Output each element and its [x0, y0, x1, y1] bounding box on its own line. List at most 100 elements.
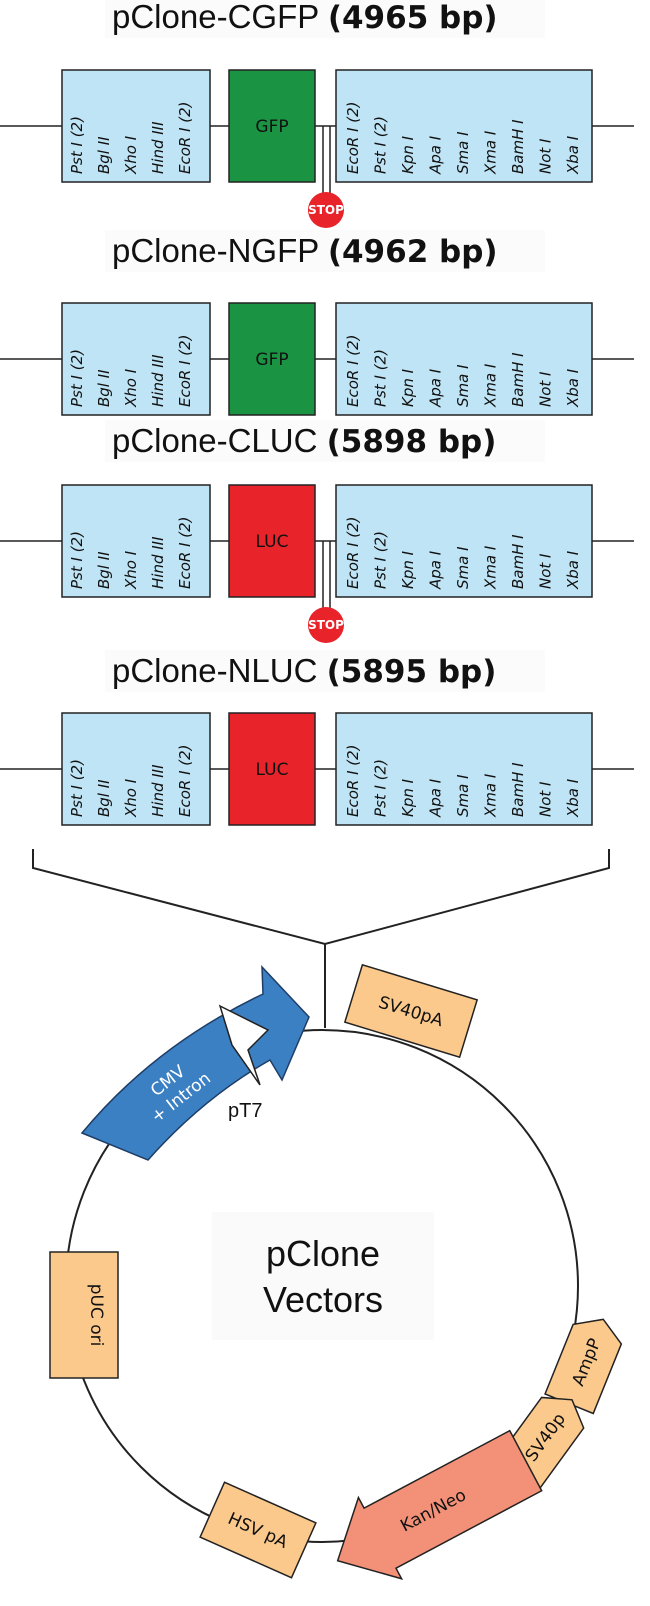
left-site-label: Pst I (2): [68, 349, 86, 407]
construct-title: pClone-CGFP (4965 bp): [112, 0, 498, 36]
plasmid-label: pClone Vectors: [212, 1212, 434, 1340]
right-site-label: Kpn I: [399, 550, 417, 589]
stop-label: STOP: [308, 203, 344, 217]
construct-3: pClone-CLUC (5898 bp) Pst I (2) Bgl II Xho …: [0, 420, 634, 643]
construct-title: pClone-NGFP (4962 bp): [112, 232, 498, 270]
right-site-label: EcoR I (2): [344, 334, 362, 407]
gene-box: [228, 69, 316, 183]
left-site-label: EcoR I (2): [176, 101, 194, 174]
right-site-label: Pst I (2): [372, 759, 390, 817]
left-mcs-box: [61, 712, 211, 826]
pt7-arrow: [218, 1004, 270, 1086]
left-site-label: EcoR I (2): [176, 516, 194, 589]
left-site-label: Bgl II: [95, 369, 113, 407]
right-site-label: Kpn I: [399, 368, 417, 407]
plasmid-name-line1: pClone: [266, 1233, 380, 1274]
left-site-label: Xho I: [122, 368, 140, 408]
right-site-label: Apa I: [427, 368, 445, 408]
right-site-label: Xba I: [564, 778, 582, 818]
right-site-label: Sma I: [454, 774, 472, 817]
right-site-label: Not I: [537, 553, 555, 589]
construct-name: pClone-CGFP: [112, 0, 328, 35]
puc-ori-feature: pUC ori: [49, 1251, 119, 1379]
right-site-label: BamH I: [509, 119, 527, 174]
pt7-label: pT7: [228, 1100, 262, 1122]
construct-name: pClone-NGFP: [112, 232, 328, 269]
right-site-label: EcoR I (2): [344, 101, 362, 174]
left-site-label: Bgl II: [95, 551, 113, 589]
right-site-label: Not I: [537, 138, 555, 174]
right-site-label: Pst I (2): [372, 531, 390, 589]
right-site-label: EcoR I (2): [344, 744, 362, 817]
left-site-label: Hind III: [149, 121, 167, 174]
gene-box: [228, 712, 316, 826]
construct-name: pClone-CLUC: [112, 422, 327, 459]
construct-title-bg: [105, 650, 545, 692]
bracket: [32, 849, 610, 1028]
right-site-label: Apa I: [427, 778, 445, 818]
puc-ori-label: pUC ori: [86, 1284, 106, 1347]
construct-title-bg: [105, 0, 545, 38]
hsvpa-feature: HSV pA: [199, 1481, 317, 1579]
left-site-label: Pst I (2): [68, 116, 86, 174]
left-site-label: Xho I: [122, 550, 140, 590]
gene-label: GFP: [255, 117, 288, 137]
construct-title-bg: [105, 230, 545, 272]
construct-size: (5895 bp): [327, 654, 497, 690]
right-site-label: Pst I (2): [372, 116, 390, 174]
right-site-label: Xma I: [482, 130, 500, 175]
construct-maps: pClone-CGFP (4965 bp) Pst I (2) Bgl II Xho …: [0, 0, 634, 826]
left-site-label: Bgl II: [95, 136, 113, 174]
construct-size: (5898 bp): [327, 424, 497, 460]
right-site-label: Kpn I: [399, 135, 417, 174]
right-site-label: BamH I: [509, 352, 527, 407]
right-site-label: Xba I: [564, 135, 582, 175]
right-site-label: BamH I: [509, 762, 527, 817]
kanneo-feature: Kan/Neo: [336, 1429, 543, 1580]
right-site-label: Not I: [537, 371, 555, 407]
left-site-label: Xho I: [122, 135, 140, 175]
left-mcs-box: [61, 484, 211, 598]
right-site-label: Xma I: [482, 773, 500, 818]
construct-name: pClone-NLUC: [112, 652, 327, 689]
plasmid-name-line2: Vectors: [263, 1279, 383, 1320]
construct-size: (4965 bp): [328, 0, 498, 36]
right-site-label: Apa I: [427, 135, 445, 175]
right-site-label: Apa I: [427, 550, 445, 590]
left-site-label: Pst I (2): [68, 759, 86, 817]
stop-icon: [308, 192, 344, 228]
left-mcs-box: [61, 302, 211, 416]
left-site-label: Pst I (2): [68, 531, 86, 589]
right-mcs-box: [335, 484, 593, 598]
left-site-label: Hind III: [149, 764, 167, 817]
right-site-label: Sma I: [454, 364, 472, 407]
construct-size: (4962 bp): [328, 234, 498, 270]
right-site-label: EcoR I (2): [344, 516, 362, 589]
gene-label: LUC: [256, 760, 289, 780]
right-site-label: Sma I: [454, 546, 472, 589]
construct-title-bg: [105, 420, 545, 462]
right-site-label: Not I: [537, 781, 555, 817]
right-site-label: Sma I: [454, 131, 472, 174]
sv40pa-feature: SV40pA: [343, 963, 479, 1059]
gene-label: GFP: [255, 350, 288, 370]
gene-box: [228, 302, 316, 416]
gene-box: [228, 484, 316, 598]
construct-title: pClone-CLUC (5898 bp): [112, 422, 496, 460]
left-site-label: EcoR I (2): [176, 744, 194, 817]
right-site-label: Kpn I: [399, 778, 417, 817]
cmv-intron-arrow: [80, 965, 310, 1161]
left-site-label: Hind III: [149, 536, 167, 589]
right-site-label: Xma I: [482, 545, 500, 590]
left-site-label: Hind III: [149, 354, 167, 407]
right-mcs-box: [335, 712, 593, 826]
left-site-label: Xho I: [122, 778, 140, 818]
stop-icon: [308, 607, 344, 643]
left-mcs-box: [61, 69, 211, 183]
gene-label: LUC: [256, 532, 289, 552]
construct-2: pClone-NGFP (4962 bp) Pst I (2) Bgl II Xho …: [0, 230, 634, 416]
right-mcs-box: [335, 302, 593, 416]
construct-1: pClone-CGFP (4965 bp) Pst I (2) Bgl II Xho …: [0, 0, 634, 228]
